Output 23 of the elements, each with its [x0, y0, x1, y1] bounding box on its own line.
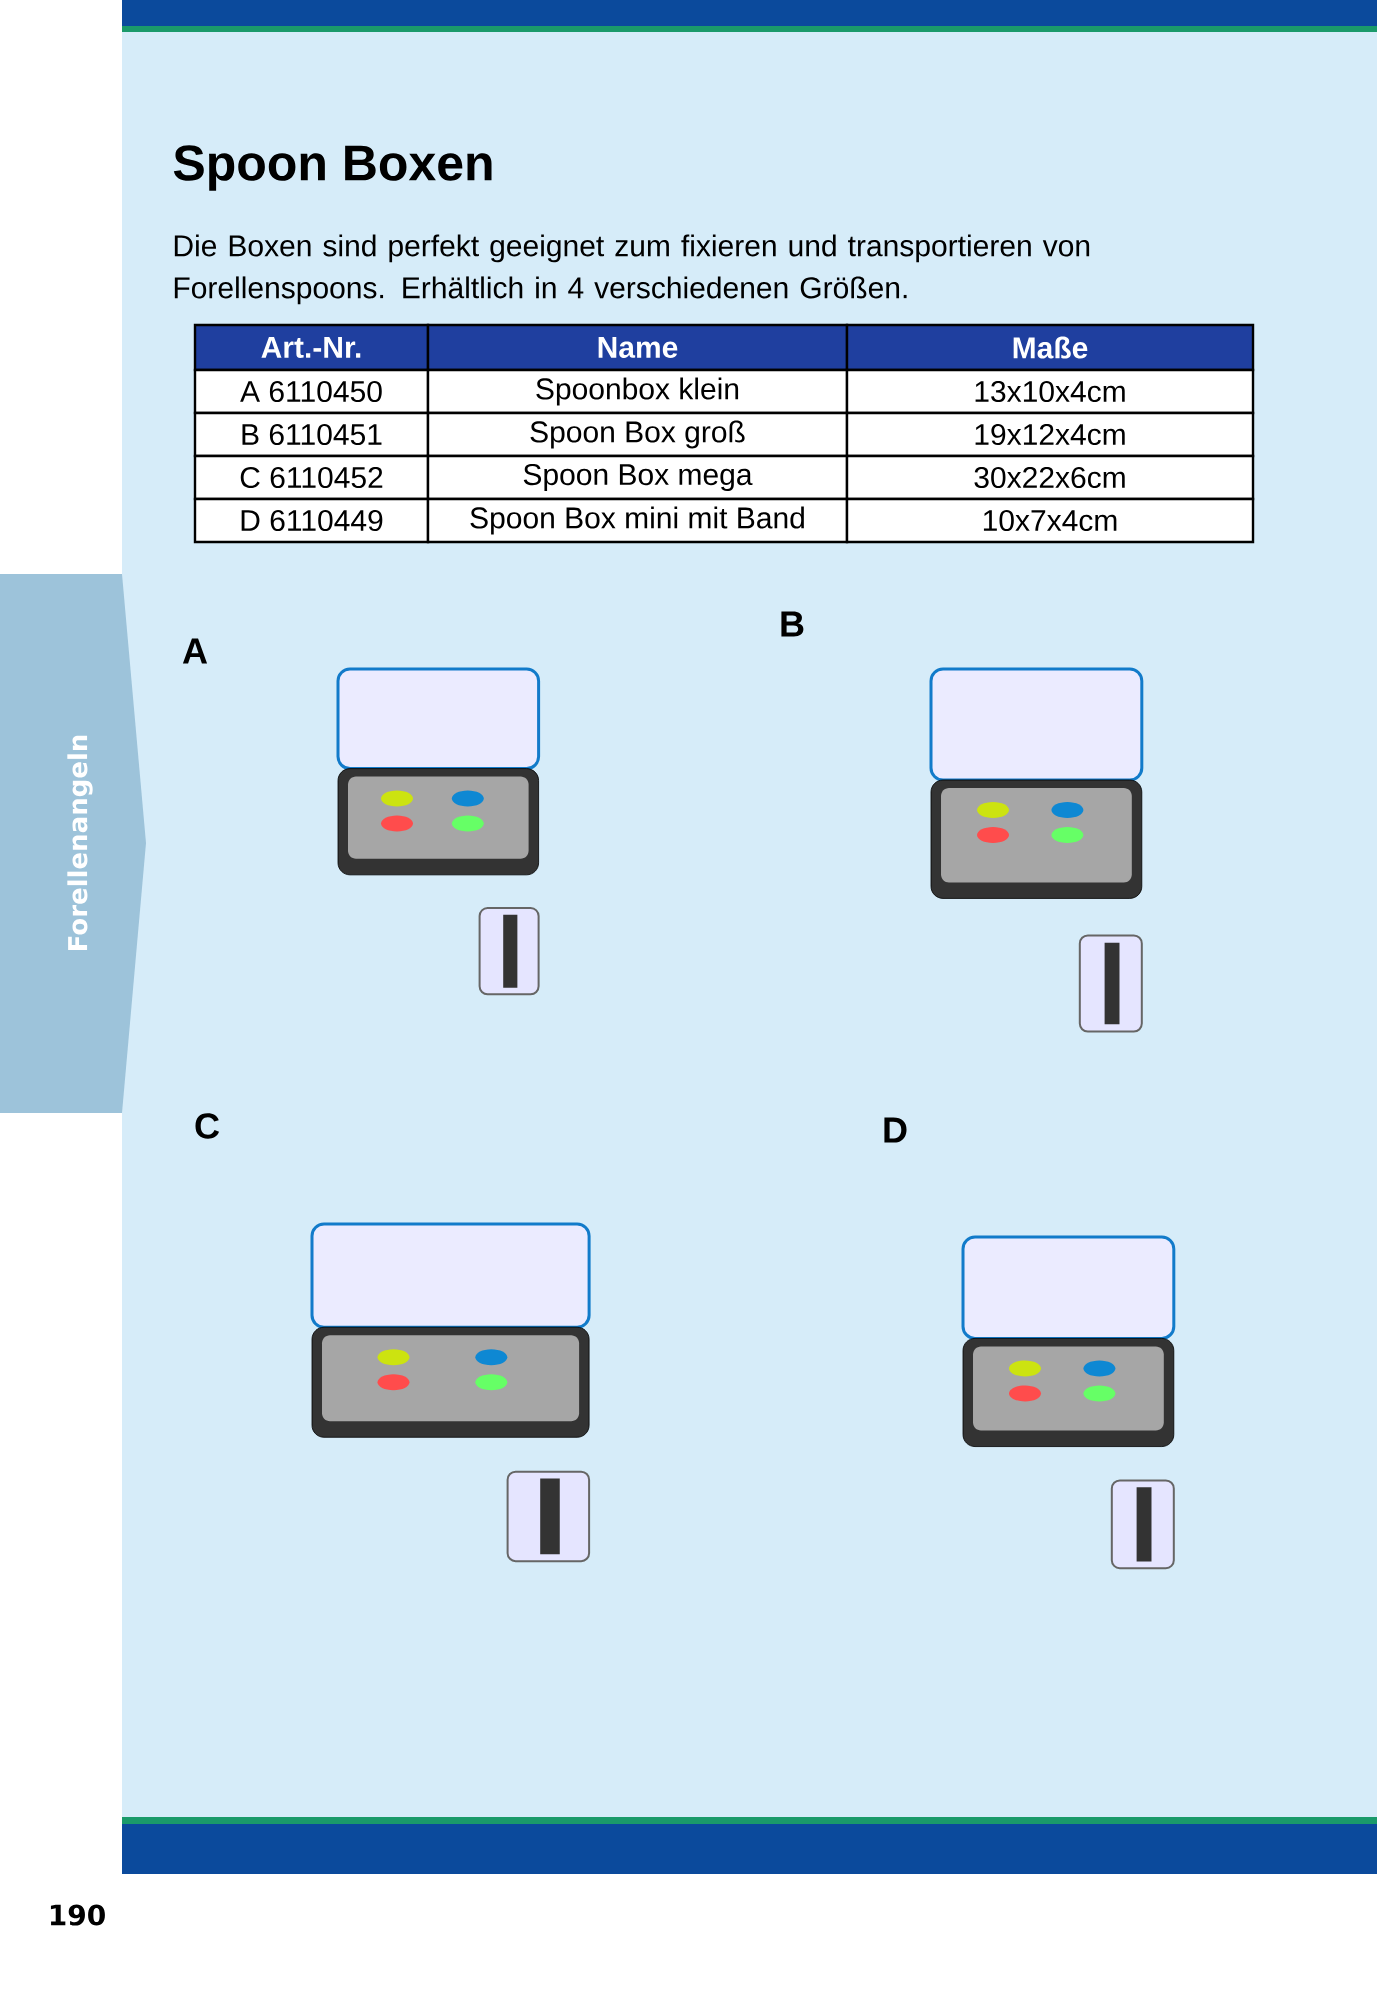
header-cell: Art.-Nr.: [193, 323, 430, 372]
item-letter: C: [195, 1113, 220, 1139]
item-letter: B: [781, 611, 804, 637]
table-cell: 10x7x4cm: [845, 497, 1255, 544]
title: Spoon Boxen: [173, 145, 492, 191]
table-cell: 19x12x4cm: [845, 411, 1255, 458]
section-tab-label: Forellenangeln: [67, 735, 93, 950]
table-cell: B 6110451: [193, 411, 430, 458]
table-cell: A 6110450: [193, 368, 430, 415]
table-cell: Spoon Box groß: [426, 411, 849, 458]
table-cell: C 6110452: [193, 454, 430, 501]
header-cell: Name: [426, 323, 849, 372]
description: Die Boxen sind perfekt geeignet zum fixieren und transportieren von Forellenspoons. Erhältlich in 4 verschiedenen Größen.: [174, 234, 1090, 305]
table-cell: 30x22x6cm: [845, 454, 1255, 501]
page-number: 190: [50, 1904, 105, 1926]
item-letter: A: [182, 638, 208, 664]
table-cell: Spoonbox klein: [426, 368, 849, 415]
table-cell: D 6110449: [193, 497, 430, 544]
header-cell: Maße: [845, 323, 1255, 372]
table-cell: Spoon Box mini mit Band: [426, 497, 849, 544]
table-cell: Spoon Box mega: [426, 454, 849, 501]
table-cell: 13x10x4cm: [845, 368, 1255, 415]
item-letter: D: [884, 1117, 907, 1143]
